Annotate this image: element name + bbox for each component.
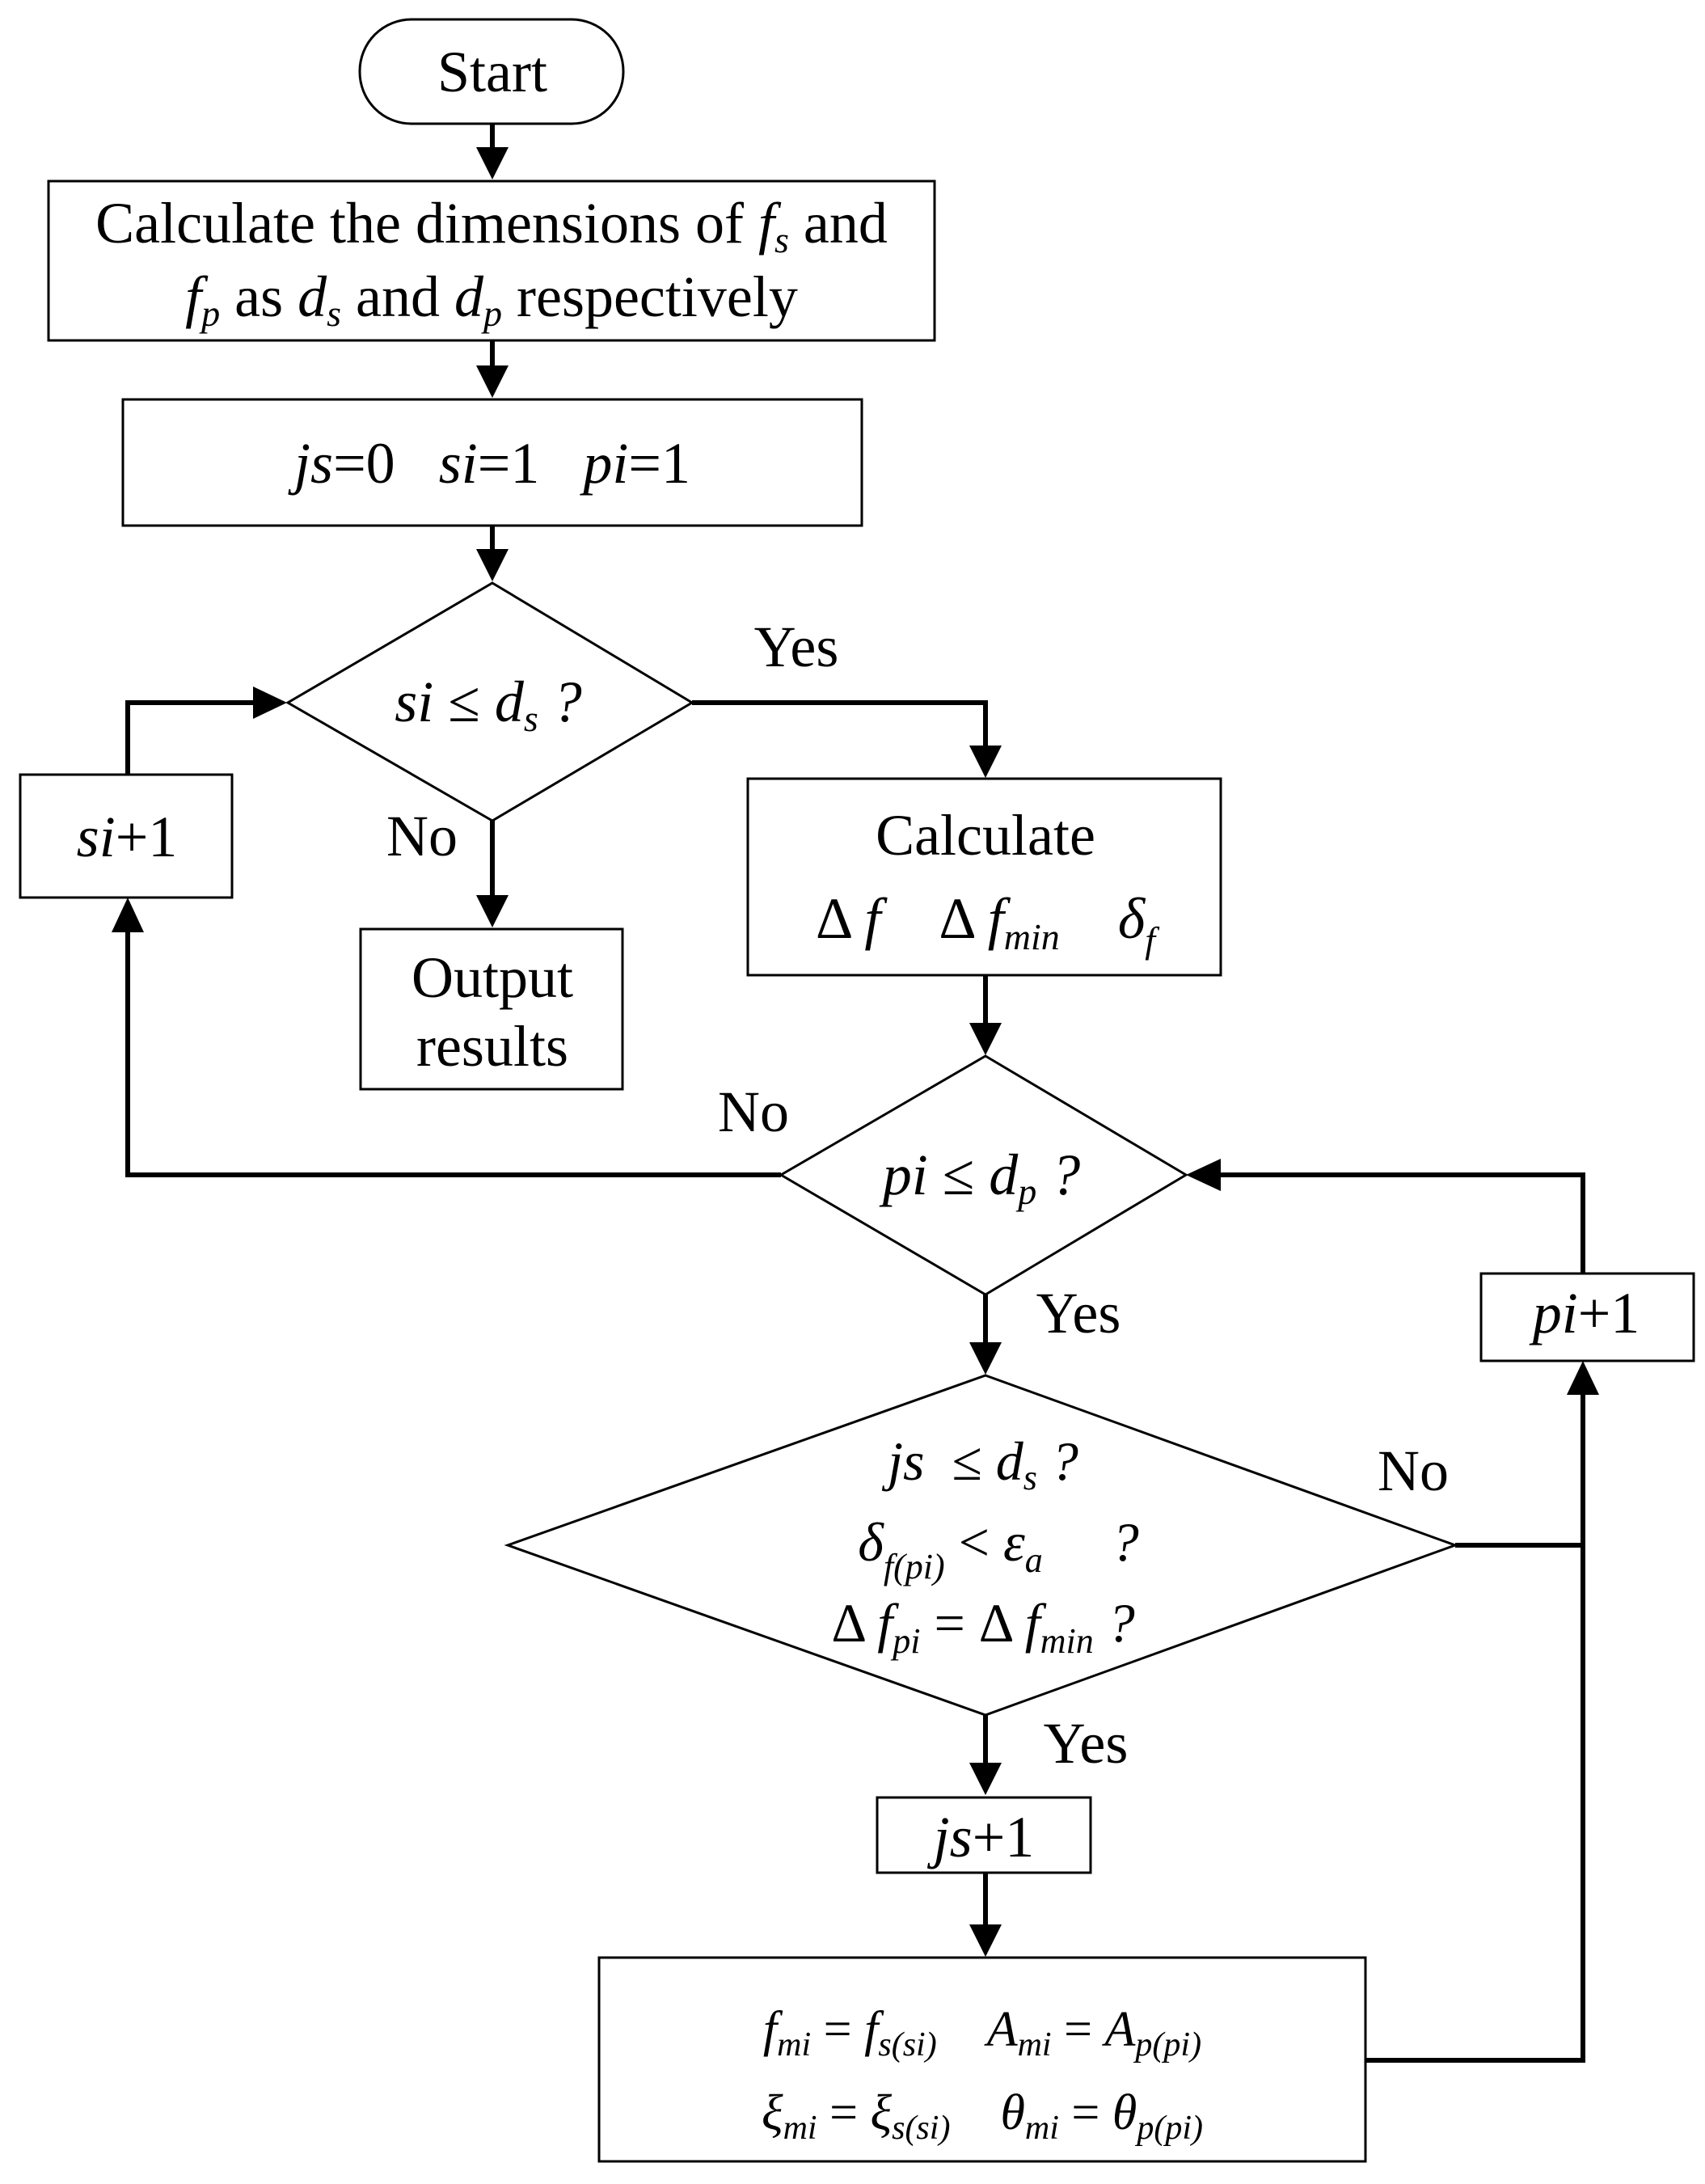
calculate-dimensions-line1: Calculate the dimensions of fs and: [95, 191, 888, 260]
label-yes-si: Yes: [754, 615, 839, 679]
arrowhead: [476, 365, 509, 398]
decision-pi-diamond: [779, 1054, 1188, 1296]
arrow-assign-to-pi-loop: [1366, 1545, 1585, 2063]
decision-si-diamond: [285, 581, 694, 822]
assign-box: [597, 1956, 1367, 2163]
label-yes-pi: Yes: [1036, 1281, 1121, 1345]
decision-pi-label: pi ≤ dp ?: [879, 1143, 1081, 1212]
arrowhead: [969, 746, 1002, 778]
arrowhead: [112, 898, 144, 932]
arrowhead: [969, 1763, 1002, 1795]
calculate-title: Calculate: [876, 803, 1095, 868]
decision-js-line3: Δ fpi = Δ fmin ?: [831, 1592, 1134, 1661]
arrow-pi-no-to-si-increment: [125, 930, 781, 1177]
labels: Start Calculate the dimensions of fs and…: [77, 40, 1640, 2147]
arrowhead: [1186, 1159, 1221, 1191]
label-no-pi: No: [718, 1079, 789, 1144]
pi-increment-box: [1479, 1272, 1695, 1362]
start-terminal: [358, 18, 625, 125]
calculate-dimensions-line2: fp as ds and dp respectively: [185, 264, 798, 334]
output-label-line1: Output: [411, 945, 573, 1010]
arrowhead: [1567, 1361, 1599, 1395]
js-increment-box: [876, 1796, 1092, 1874]
label-no-js: No: [1378, 1438, 1449, 1503]
output-box: [359, 927, 624, 1091]
assign-line2: ξmi = ξs(si) θmi = θp(pi): [762, 2085, 1203, 2147]
decision-js-line1: js ≤ ds ?: [881, 1430, 1078, 1498]
decision-si-label: si ≤ ds ?: [395, 670, 581, 739]
arrowhead: [253, 686, 287, 719]
arrow-pi-increment-loop: [1219, 1172, 1585, 1274]
arrowhead: [476, 147, 509, 180]
start-label: Start: [437, 40, 547, 104]
calculate-dimensions-box: [47, 180, 936, 342]
label-no-si: No: [386, 804, 458, 868]
pi-increment-label: pi+1: [1529, 1281, 1640, 1345]
decision-js-line2: δf(pi) < εa ?: [858, 1511, 1139, 1586]
decision-js-diamond: [504, 1374, 1459, 1717]
si-increment-box: [19, 773, 234, 899]
calculate-box: [746, 777, 1222, 977]
arrowhead: [969, 1342, 1002, 1375]
shapes: [19, 18, 1695, 2163]
arrow-si-increment-loop: [125, 700, 255, 775]
arrowhead: [969, 1023, 1002, 1055]
calculate-symbols: Δ f Δ fmin δf: [816, 886, 1160, 961]
arrowhead: [476, 895, 509, 927]
si-increment-label: si+1: [77, 805, 178, 869]
init-label: js=0 si=1 pi=1: [288, 431, 690, 496]
init-box: [121, 398, 863, 527]
arrowhead: [969, 1924, 1002, 1957]
js-increment-label: js+1: [927, 1805, 1035, 1869]
arrow-js-no-to-pi-increment: [1455, 1392, 1585, 1548]
label-yes-js: Yes: [1044, 1711, 1129, 1776]
output-label-line2: results: [416, 1014, 568, 1079]
arrow-si-yes-to-calculate: [692, 700, 988, 748]
assign-line1: fmi = fs(si) Ami = Ap(pi): [763, 2002, 1201, 2064]
connectors: [112, 121, 1599, 2063]
arrowhead: [476, 549, 509, 581]
